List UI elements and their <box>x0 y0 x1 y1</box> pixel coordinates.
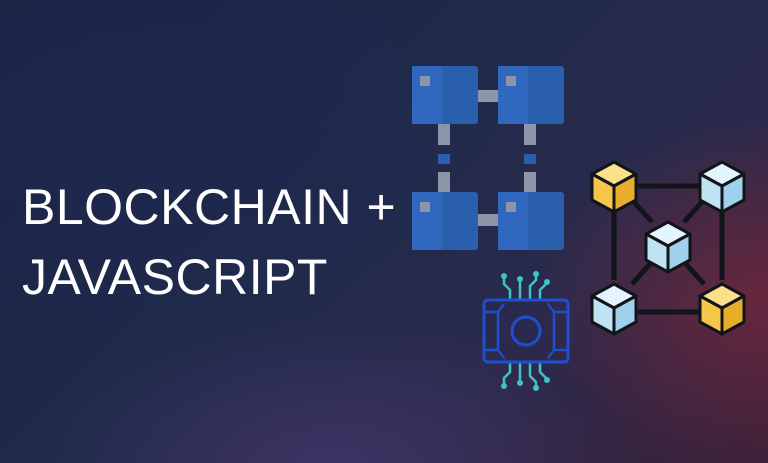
headline-line-2: JAVASCRIPT <box>22 249 328 305</box>
cube-network-icon <box>590 160 746 336</box>
headline-line-1: BLOCKCHAIN + <box>22 179 397 235</box>
blockchain-blocks-icon <box>412 66 564 250</box>
circuit-chip-icon <box>482 271 570 391</box>
headline: BLOCKCHAIN + JAVASCRIPT <box>22 172 396 312</box>
